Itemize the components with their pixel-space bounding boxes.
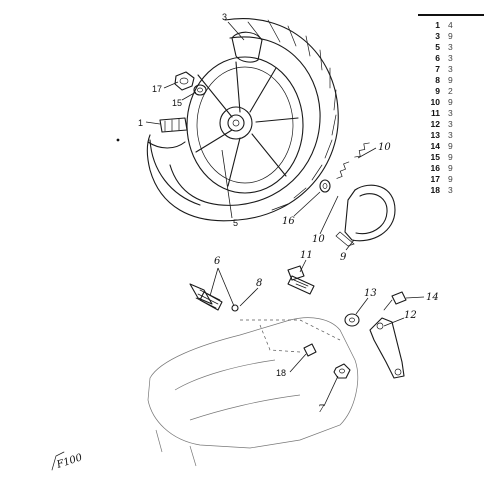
callout-15: 15 <box>172 98 182 108</box>
rear-wheel <box>146 18 339 222</box>
brake-shoe-tab <box>335 231 355 247</box>
bolt-6b <box>231 304 239 312</box>
rim-inner <box>196 66 294 184</box>
leader-lines <box>145 21 425 407</box>
spacer-collar <box>319 179 331 193</box>
hub-outer <box>219 106 253 140</box>
callout-1: 1 <box>138 118 143 128</box>
brake-shoe-inner <box>355 193 388 235</box>
brake-spring-lower <box>336 161 350 179</box>
callout-16: 16 <box>282 216 295 227</box>
tire-tread <box>247 19 337 211</box>
callout-3: 3 <box>222 12 227 22</box>
tire-cutaway <box>149 139 201 206</box>
callout-10b: 10 <box>312 234 325 245</box>
hub-inner <box>227 114 245 132</box>
brake-cam-lever <box>369 317 405 379</box>
callout-8: 8 <box>256 278 262 289</box>
figure-code-underline <box>51 451 65 471</box>
valve-ridges <box>164 118 180 132</box>
callout-6: 6 <box>214 256 221 267</box>
washer-13 <box>344 313 360 327</box>
axle-washer <box>193 84 207 96</box>
callout-13: 13 <box>364 288 377 299</box>
valve-stem <box>159 117 188 133</box>
axle-nut <box>174 71 195 91</box>
bolt-6a <box>189 283 223 311</box>
callout-12: 12 <box>404 310 417 321</box>
axle-hole <box>232 119 240 127</box>
table-rule <box>418 14 484 16</box>
rim-spokes <box>195 61 299 187</box>
bolt-14 <box>383 291 407 311</box>
tire-inner-edge <box>169 36 321 206</box>
callout-10a: 10 <box>378 142 391 153</box>
tire-upper-cut <box>231 31 263 63</box>
callout-11: 11 <box>300 250 313 261</box>
stray-dot <box>116 138 120 142</box>
small-bolt-18 <box>303 343 317 357</box>
transmission-case <box>147 317 359 467</box>
callouts: 3 17 15 1 5 10 16 10 9 6 8 11 13 14 12 1… <box>138 12 439 415</box>
brake-shoe-outer <box>351 184 396 242</box>
callout-5: 5 <box>233 218 238 228</box>
callout-9: 9 <box>340 252 347 263</box>
bolt-11 <box>287 265 315 295</box>
tire-outline <box>146 18 339 222</box>
brake-shoe-end <box>344 189 356 241</box>
brake-shoe-assembly <box>335 184 396 247</box>
callout-7: 7 <box>318 404 325 415</box>
callout-18: 18 <box>276 368 286 378</box>
rim-outer <box>186 56 304 194</box>
callout-17: 17 <box>152 84 162 94</box>
figure-code: F100 <box>55 452 85 471</box>
brake-spring-upper <box>354 142 370 158</box>
tire-cutaway-rim <box>147 141 186 149</box>
callout-14: 14 <box>426 292 439 303</box>
nut-7 <box>333 363 351 379</box>
